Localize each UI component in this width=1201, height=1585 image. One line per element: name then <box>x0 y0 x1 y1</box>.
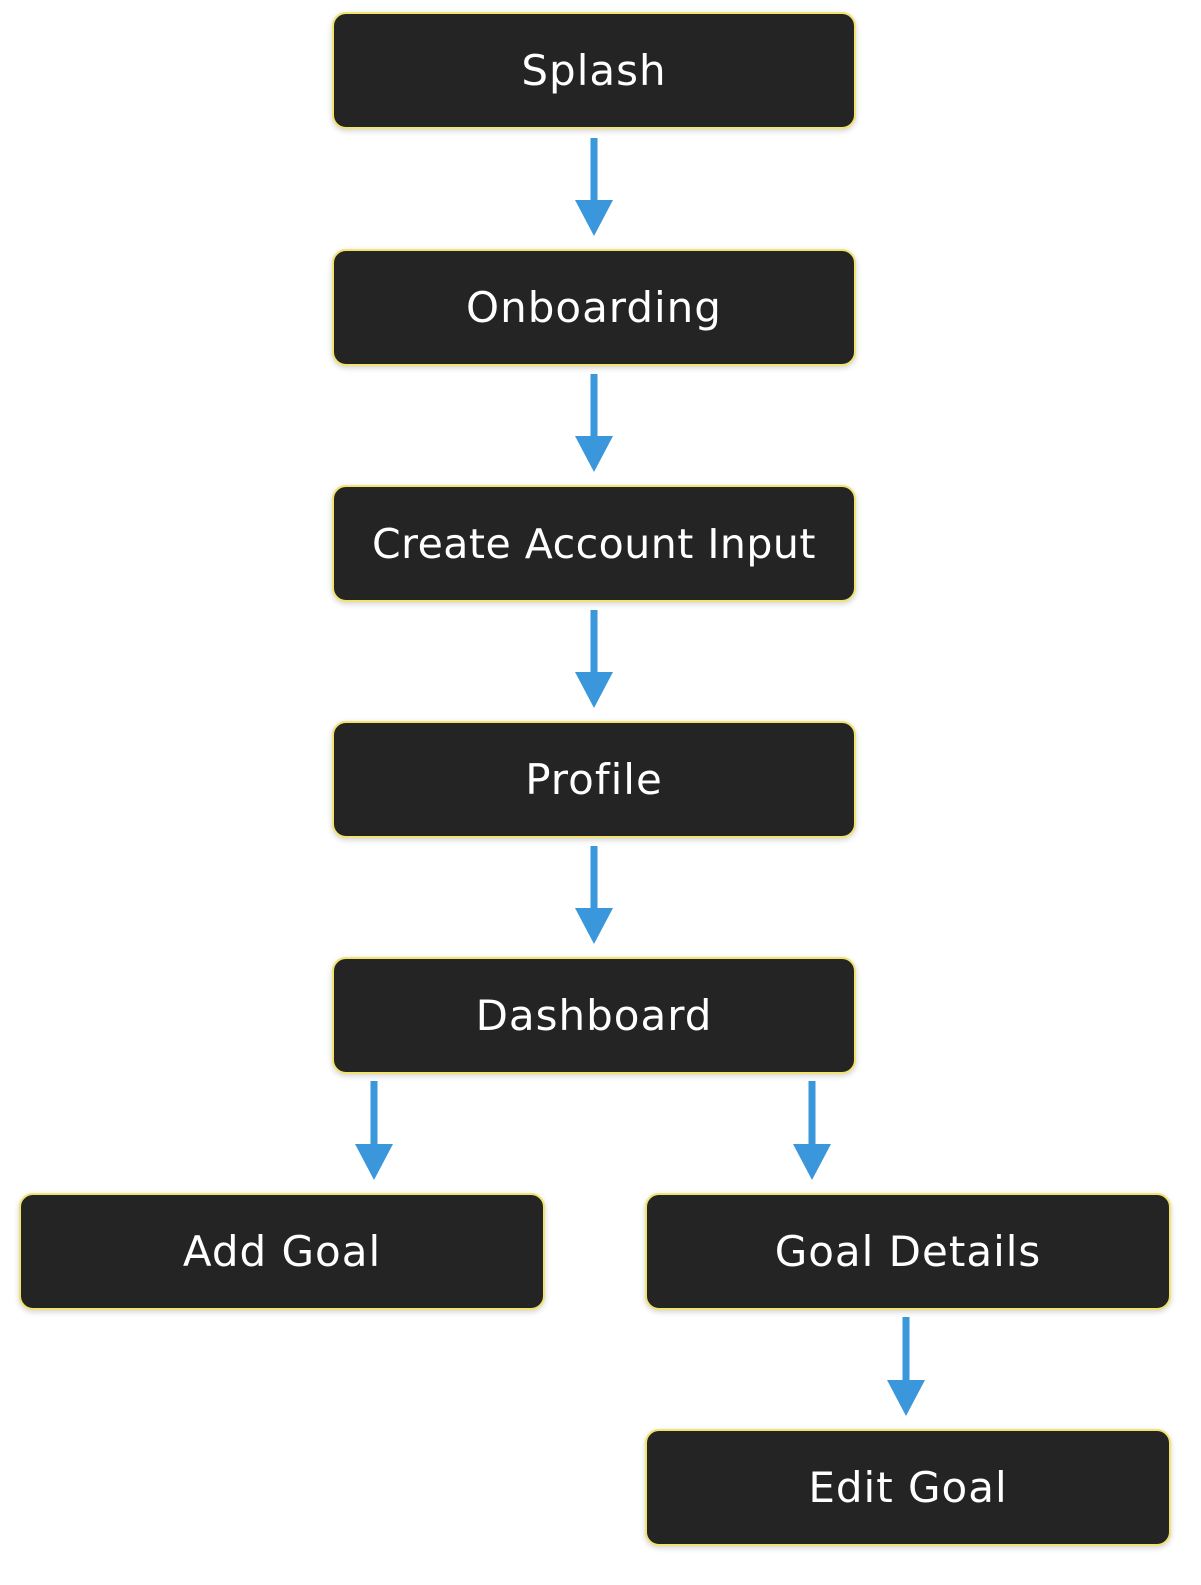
arrow-dashboard-to-add-goal <box>355 1081 393 1180</box>
node-profile-label: Profile <box>525 755 663 804</box>
arrow-create-account-to-profile <box>575 610 613 708</box>
node-dashboard: Dashboard <box>332 957 856 1074</box>
node-onboarding: Onboarding <box>332 249 856 366</box>
node-add-goal: Add Goal <box>19 1193 545 1310</box>
node-create-account-input: Create Account Input <box>332 485 856 602</box>
node-goal-details: Goal Details <box>645 1193 1171 1310</box>
node-splash: Splash <box>332 12 856 129</box>
arrow-dashboard-to-goal-details <box>793 1081 831 1180</box>
node-onboarding-label: Onboarding <box>466 283 722 332</box>
arrow-onboarding-to-create-account <box>575 374 613 472</box>
node-profile: Profile <box>332 721 856 838</box>
arrow-splash-to-onboarding <box>575 138 613 236</box>
node-edit-goal: Edit Goal <box>645 1429 1171 1546</box>
node-create-account-input-label: Create Account Input <box>371 519 816 568</box>
node-splash-label: Splash <box>521 46 667 95</box>
arrow-goal-details-to-edit-goal <box>887 1317 925 1416</box>
node-edit-goal-label: Edit Goal <box>808 1463 1008 1512</box>
node-goal-details-label: Goal Details <box>774 1227 1042 1276</box>
node-dashboard-label: Dashboard <box>475 991 713 1040</box>
arrow-profile-to-dashboard <box>575 846 613 944</box>
node-add-goal-label: Add Goal <box>182 1227 382 1276</box>
